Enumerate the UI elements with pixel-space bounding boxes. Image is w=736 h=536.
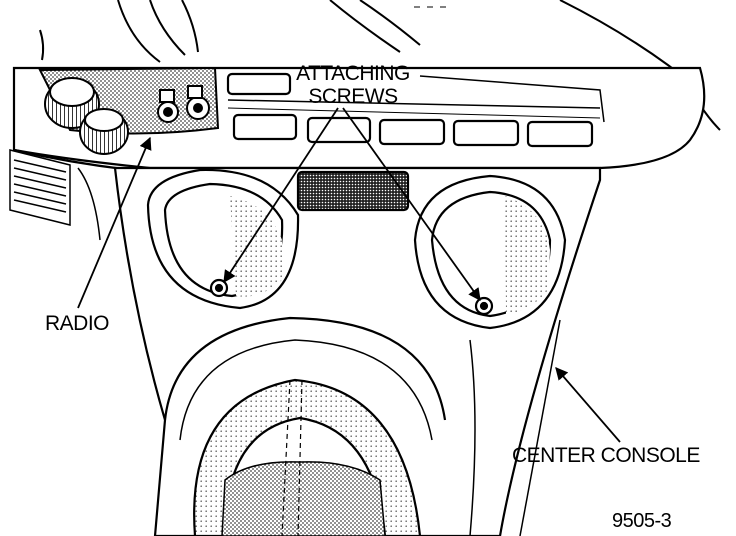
attaching-screws-label-line1: ATTACHING	[296, 62, 410, 85]
cupholder-left	[146, 168, 300, 310]
radio-unit	[38, 66, 220, 155]
screw-arrow-right	[342, 107, 481, 302]
center-console-label: CENTER CONSOLE	[512, 444, 700, 467]
attaching-screws-label: ATTACHING SCREWS	[283, 62, 423, 108]
radio-knob-right	[79, 108, 129, 155]
cupholder-right	[413, 174, 567, 330]
screw-arrow-left	[223, 107, 339, 284]
radio-label: RADIO	[45, 312, 110, 335]
center-console	[113, 166, 602, 536]
shift-boot	[193, 378, 422, 536]
leader-arrows	[77, 107, 621, 443]
left-vent	[9, 149, 101, 241]
console-grille	[296, 170, 410, 212]
radio-arrow	[77, 136, 152, 309]
figure-number: 9505-3	[612, 510, 672, 532]
console-arrow	[555, 367, 621, 443]
attaching-screws-label-line2: SCREWS	[308, 85, 398, 108]
